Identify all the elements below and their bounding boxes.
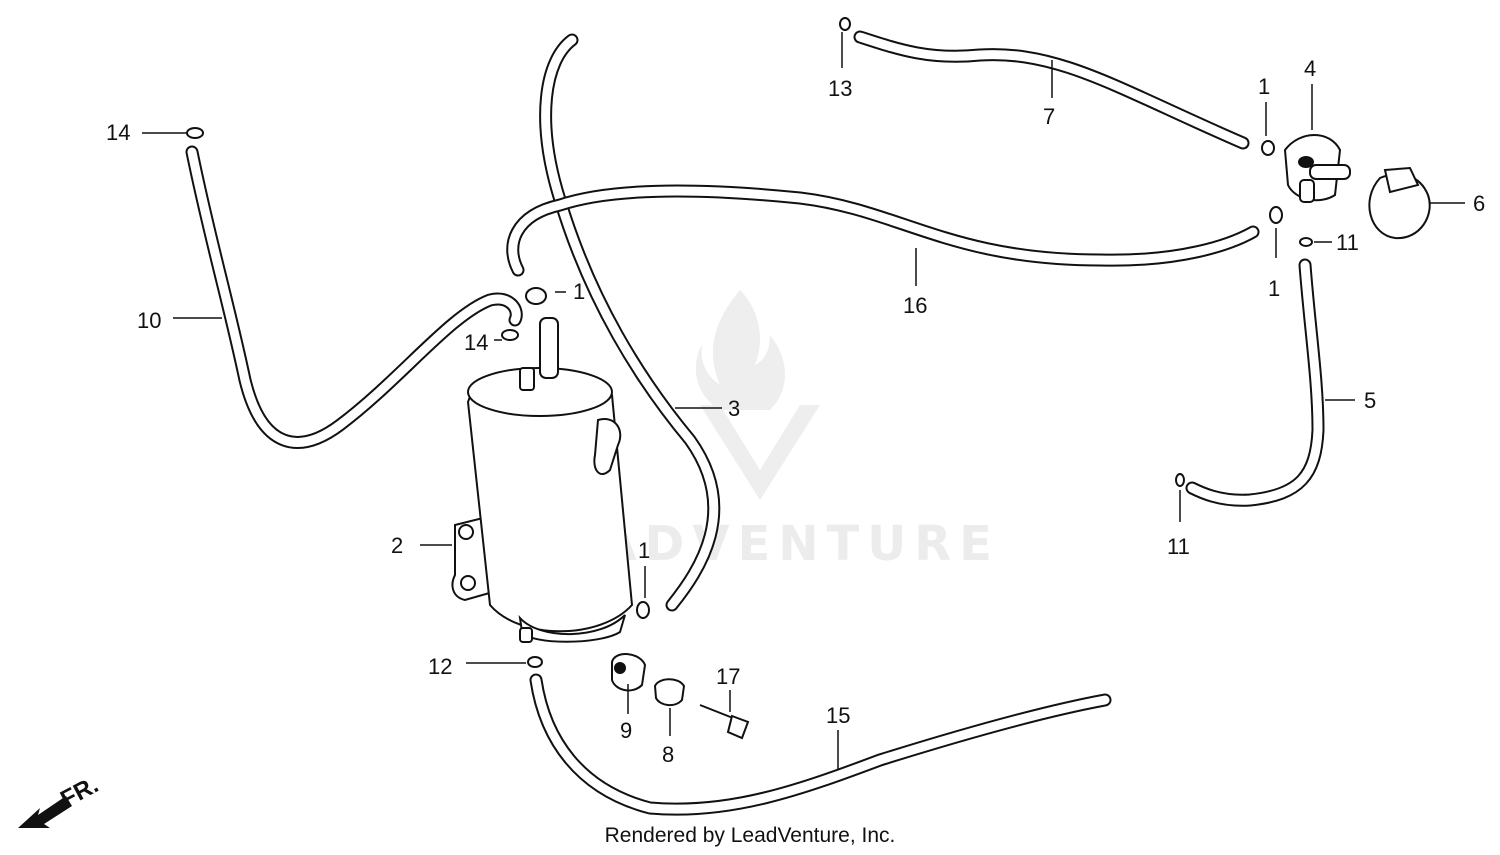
small-parts <box>611 653 750 740</box>
hoses <box>185 30 1325 816</box>
callout-5: 5 <box>1364 388 1376 413</box>
front-indicator: FR. <box>18 771 103 828</box>
callout-17: 17 <box>716 664 740 689</box>
callout-1d: 1 <box>638 538 650 563</box>
callout-8: 8 <box>662 742 674 767</box>
callout-9: 9 <box>620 718 632 743</box>
callout-1b: 1 <box>1258 74 1270 99</box>
callout-1a: 1 <box>573 279 585 304</box>
callout-1c: 1 <box>1268 276 1280 301</box>
front-arrow-icon <box>18 796 72 828</box>
footer-credit: Rendered by LeadVenture, Inc. <box>605 824 896 847</box>
callout-15: 15 <box>826 703 850 728</box>
callout-6: 6 <box>1473 191 1485 216</box>
callout-4: 4 <box>1304 56 1316 81</box>
callout-11b: 11 <box>1167 534 1190 559</box>
callout-13: 13 <box>828 76 852 101</box>
callout-14a: 14 <box>106 120 130 145</box>
callout-14b: 14 <box>464 330 488 355</box>
callout-3: 3 <box>728 396 740 421</box>
band-clamp-part-6 <box>1368 166 1431 240</box>
canister <box>451 317 634 643</box>
callout-16: 16 <box>903 293 927 318</box>
callouts: 1 1 1 1 2 3 4 5 6 7 8 9 10 11 11 12 13 1… <box>106 56 1485 767</box>
clips <box>186 17 1313 668</box>
callout-7: 7 <box>1043 104 1055 129</box>
leader-lines <box>142 32 1465 770</box>
callout-2: 2 <box>391 533 403 558</box>
callout-10: 10 <box>137 308 161 333</box>
callout-12: 12 <box>428 654 452 679</box>
flame-logo-icon <box>695 290 820 500</box>
callout-11a: 11 <box>1336 230 1359 255</box>
valve-part-4 <box>1283 134 1351 203</box>
